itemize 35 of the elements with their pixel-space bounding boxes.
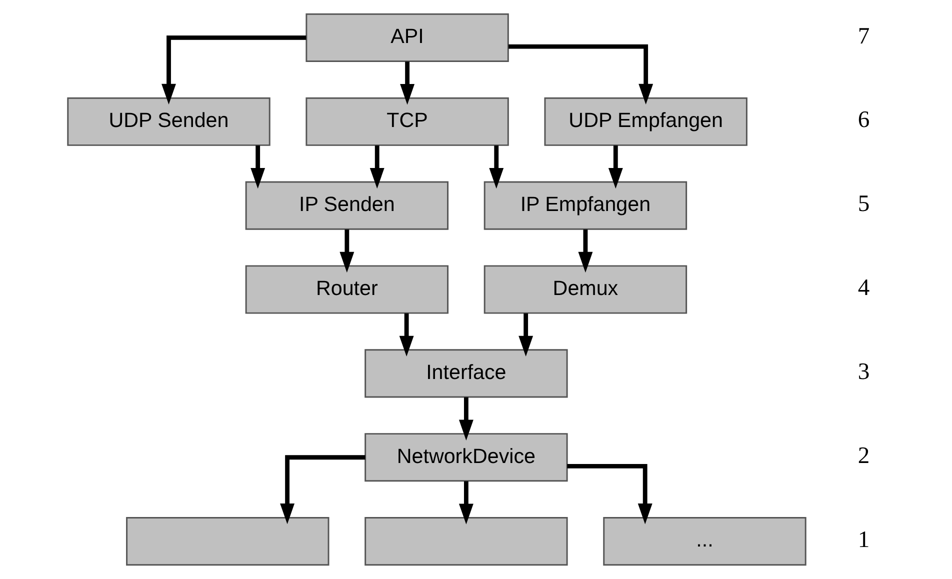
node-box [126, 517, 329, 566]
arrow [488, 145, 504, 189]
node-box: TCP [305, 97, 508, 146]
node-box: IP Senden [244, 181, 448, 230]
arrow [566, 464, 652, 524]
label: 4 [857, 275, 870, 302]
label: 1 [857, 526, 870, 553]
arrow [400, 62, 414, 105]
arrow [458, 397, 473, 440]
arrow [398, 313, 414, 357]
label: 6 [857, 107, 870, 134]
label: 3 [857, 359, 870, 386]
label: 7 [857, 23, 870, 50]
node-box: NetworkDevice [364, 433, 568, 482]
arrow [458, 481, 473, 524]
arrow [518, 313, 533, 357]
node-box: API [305, 13, 508, 62]
node-box: Router [244, 265, 448, 314]
node-box [364, 517, 568, 566]
node-box: Interface [364, 349, 568, 398]
label: 2 [857, 442, 870, 469]
arrow [339, 229, 354, 273]
arrow [508, 44, 653, 105]
arrow [608, 145, 622, 189]
arrow [161, 36, 306, 104]
label: 5 [857, 191, 870, 218]
arrow [578, 229, 592, 273]
node-box: ... [602, 517, 806, 566]
node-box: IP Empfangen [483, 181, 687, 230]
node-box: UDP Empfangen [544, 97, 747, 146]
node-box: UDP Senden [66, 97, 270, 146]
arrow [369, 145, 384, 189]
arrow [250, 145, 265, 189]
node-box: Demux [483, 265, 687, 314]
arrow [280, 455, 365, 524]
